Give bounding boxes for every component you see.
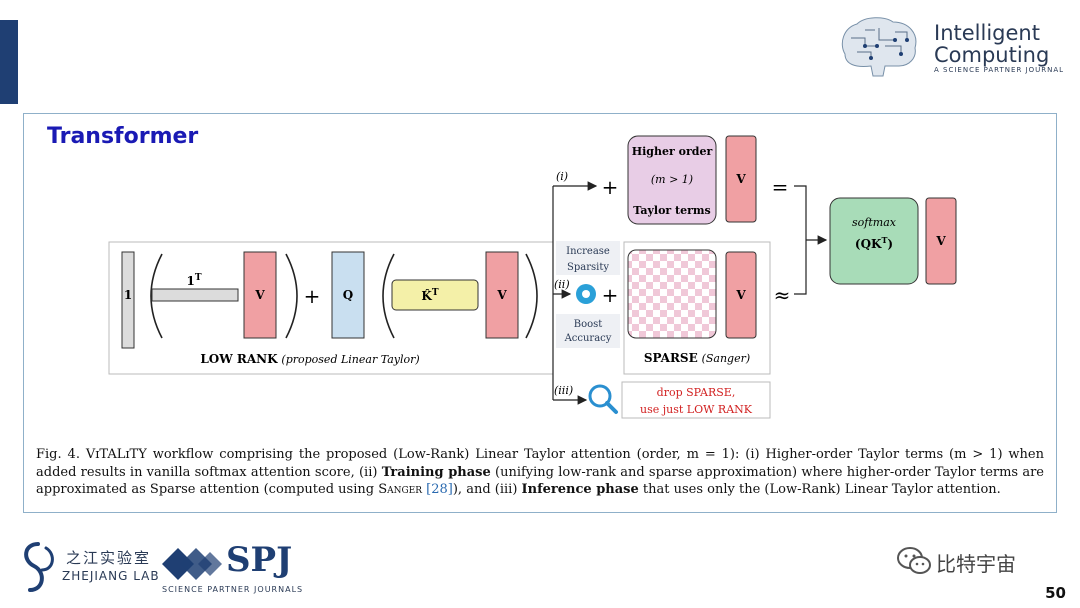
caption-ref: [28] <box>422 482 453 497</box>
softmax-label: softmax <box>852 216 897 229</box>
v-matrix-1 <box>243 251 277 339</box>
merge-bracket <box>794 185 807 295</box>
spj-mark-icon <box>162 548 222 580</box>
v-matrix-4 <box>725 251 757 339</box>
ones-column <box>121 251 135 349</box>
plus-sign-i: + <box>602 175 619 199</box>
increase-line2: Sparsity <box>567 262 609 273</box>
higher-order-line2: (m > 1) <box>651 173 693 186</box>
equals-sign: = <box>772 175 789 199</box>
v-matrix-3 <box>725 135 757 223</box>
caption-part2: (unifying low-rank and sparse approximat… <box>36 464 1045 498</box>
v-matrix-2-label: V <box>496 288 507 302</box>
journal-logo-text: Intelligent Computing A SCIENCE PARTNER … <box>934 22 1064 74</box>
content-frame <box>23 113 1057 513</box>
boost-line1: Boost <box>574 319 603 330</box>
caption-part1: Fig. 4. VɪTALɪTY workflow comprising the… <box>36 447 1044 480</box>
ones-transpose-bar <box>151 288 239 302</box>
increase-sparsity-tag <box>556 241 620 275</box>
v-matrix-3-label: V <box>735 172 746 186</box>
drop-line2: use just LOW RANK <box>640 403 753 416</box>
boost-accuracy-tag <box>556 314 620 348</box>
spj-logo-text: SPJ <box>226 540 293 580</box>
right-paren-2 <box>525 253 538 339</box>
plus-sign-1: + <box>304 284 321 308</box>
sparse-enclosing-box <box>623 241 771 375</box>
brain-logo-icon <box>841 17 917 77</box>
caption-sanger: Sanger <box>378 482 423 497</box>
figure-caption: Fig. 4. VɪTALɪTY workflow comprising the… <box>36 446 1044 499</box>
v-matrix-2 <box>485 251 519 339</box>
journal-word-intelligent: Intelligent <box>934 21 1040 45</box>
ones-transpose-label: 1T <box>186 273 201 288</box>
wechat-account-name: 比特宇宙 <box>936 552 1016 576</box>
magnifier-icon <box>588 384 618 414</box>
caption-inference: Inference phase <box>521 482 639 497</box>
left-paren-2 <box>382 253 395 339</box>
v-matrix-5 <box>925 197 957 285</box>
slide-title: Transformer <box>47 124 199 149</box>
caption-part4: that uses only the (Low-Rank) Linear Tay… <box>638 482 1001 497</box>
higher-order-line3: Taylor terms <box>633 204 711 217</box>
higher-order-box <box>627 135 717 225</box>
right-paren-1 <box>285 253 298 339</box>
low-rank-label: LOW RANK (proposed Linear Taylor) <box>200 352 419 366</box>
v-matrix-4-label: V <box>735 288 746 302</box>
drop-sparse-box <box>621 381 771 419</box>
sparse-label: SPARSE (Sanger) <box>644 351 750 365</box>
q-matrix-label: Q <box>343 288 353 302</box>
sparse-matrix <box>627 249 717 339</box>
plus-sign-ii: + <box>602 283 619 307</box>
qkt-label: (QKT) <box>855 235 893 251</box>
left-paren-1 <box>150 253 163 339</box>
softmax-box <box>829 197 919 285</box>
branch-label-iii: (iii) <box>554 384 573 397</box>
ones-column-label: 1 <box>124 288 132 302</box>
spj-subtitle: SCIENCE PARTNER JOURNALS <box>162 585 304 594</box>
k-matrix-label: K̂T <box>421 288 438 303</box>
zhejiang-lab-en: ZHEJIANG LAB <box>62 569 160 583</box>
wechat-icon <box>897 547 931 574</box>
journal-subtitle: A SCIENCE PARTNER JOURNAL <box>934 66 1065 74</box>
k-matrix <box>391 279 479 311</box>
boost-line2: Accuracy <box>564 333 612 344</box>
v-matrix-1-label: V <box>254 288 265 302</box>
page-number: 50 <box>1045 584 1066 602</box>
q-matrix <box>331 251 365 339</box>
zhejiang-lab-logo-icon <box>24 542 54 592</box>
increase-line1: Increase <box>566 246 610 257</box>
caption-part3: ), and (iii) <box>452 482 522 497</box>
zhejiang-lab-cn: 之江实验室 <box>66 549 152 567</box>
branch-label-i: (i) <box>556 170 568 183</box>
journal-word-computing: Computing <box>934 43 1050 67</box>
vitality-workflow-diagram: 1 1T V + Q K̂T V LOW RANK (proposed Line… <box>108 135 957 419</box>
branch-label-ii: (ii) <box>554 278 570 291</box>
drop-line1: drop SPARSE, <box>657 386 736 399</box>
sidebar-accent-bar <box>0 20 18 104</box>
higher-order-line1: Higher order <box>632 145 713 158</box>
caption-training: Training phase <box>381 464 491 480</box>
v-matrix-5-label: V <box>935 234 946 248</box>
approx-sign: ≈ <box>774 283 791 307</box>
gear-icon <box>576 284 596 304</box>
